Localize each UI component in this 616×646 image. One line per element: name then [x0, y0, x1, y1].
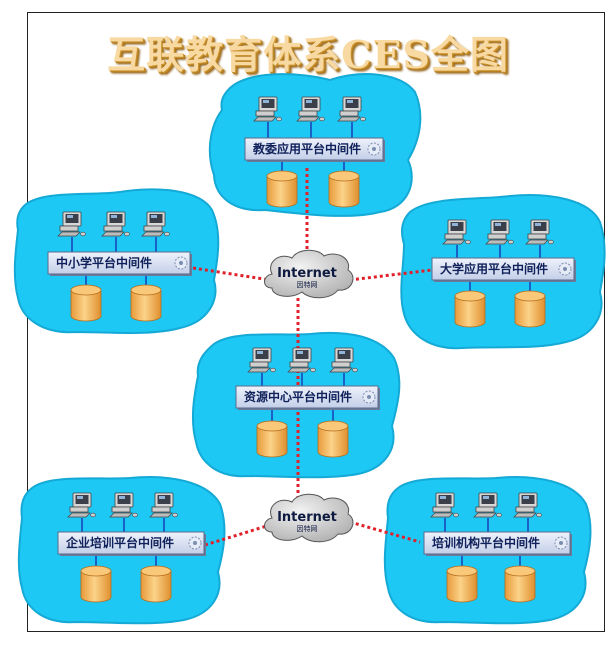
internet-label: Internet	[277, 266, 337, 281]
computer-icon	[109, 492, 138, 518]
internet-clouds: Internet 因特网 Internet 因特网	[264, 249, 354, 543]
cluster-enterprise-training: 企业培训平台中间件	[57, 492, 206, 603]
cluster-resource-center: 资源中心平台中间件	[235, 347, 380, 458]
middleware-box	[244, 137, 384, 161]
middleware-gear-icon	[554, 536, 568, 550]
database-icon	[80, 565, 112, 603]
computer-icon	[253, 96, 282, 122]
middleware-label: 企业培训平台中间件	[65, 535, 174, 550]
internet-cloud-top: Internet 因特网	[264, 249, 354, 299]
computer-icon	[149, 492, 178, 518]
computer-icon	[337, 96, 366, 122]
middleware-label: 教委应用平台中间件	[252, 141, 361, 156]
computer-icon	[442, 219, 471, 245]
middleware-gear-icon	[188, 536, 202, 550]
middleware-gear-icon	[362, 390, 376, 404]
computer-icon	[513, 492, 542, 518]
diagram-frame	[27, 12, 605, 632]
database-icon	[140, 565, 172, 603]
computer-icon	[473, 492, 502, 518]
middleware-box	[423, 531, 571, 555]
cluster-university: 大学应用平台中间件	[431, 219, 576, 328]
internet-cloud-bottom: Internet 因特网	[264, 493, 354, 543]
middleware-gear-icon	[558, 262, 572, 276]
database-icon	[130, 284, 162, 322]
computer-icon	[101, 211, 130, 237]
link-k12-internet	[192, 266, 271, 282]
link-university-internet	[349, 268, 433, 282]
internet-sublabel: 因特网	[297, 280, 318, 289]
database-icon	[328, 170, 360, 208]
cluster-k12: 中小学平台中间件	[47, 211, 192, 322]
database-icon	[446, 565, 478, 603]
middleware-label: 资源中心平台中间件	[244, 389, 352, 404]
database-icon	[504, 565, 536, 603]
link-enterprise-internet	[204, 523, 271, 547]
computer-icon	[57, 211, 86, 237]
database-icon	[266, 170, 298, 208]
database-icon	[256, 420, 288, 458]
middleware-box	[431, 257, 575, 281]
link-training-institution-internet	[349, 520, 421, 544]
computer-icon	[296, 96, 325, 122]
internet-sublabel: 因特网	[297, 524, 318, 533]
computer-icon	[67, 492, 96, 518]
database-icon	[70, 284, 102, 322]
middleware-label: 大学应用平台中间件	[440, 261, 548, 276]
computer-icon	[329, 347, 358, 373]
computer-icon	[141, 211, 170, 237]
middleware-label: 培训机构平台中间件	[432, 535, 540, 550]
computer-icon	[485, 219, 514, 245]
cluster-edu-bureau: 教委应用平台中间件	[244, 96, 385, 208]
middleware-box	[235, 385, 379, 409]
middleware-box	[57, 531, 205, 555]
middleware-gear-icon	[367, 142, 381, 156]
internet-label: Internet	[277, 510, 337, 525]
middleware-box	[47, 251, 191, 275]
middleware-label: 中小学平台中间件	[56, 255, 152, 270]
database-icon	[514, 290, 546, 328]
diagram-title: 互联教育体系CES全图	[107, 32, 509, 77]
database-icon	[317, 420, 349, 458]
computer-icon	[430, 492, 459, 518]
network-links	[192, 168, 433, 547]
middleware-gear-icon	[174, 256, 188, 270]
cluster-training-institution: 培训机构平台中间件	[423, 492, 572, 603]
computer-icon	[287, 347, 316, 373]
computer-icon	[247, 347, 276, 373]
database-icon	[454, 290, 486, 328]
computer-icon	[525, 219, 554, 245]
